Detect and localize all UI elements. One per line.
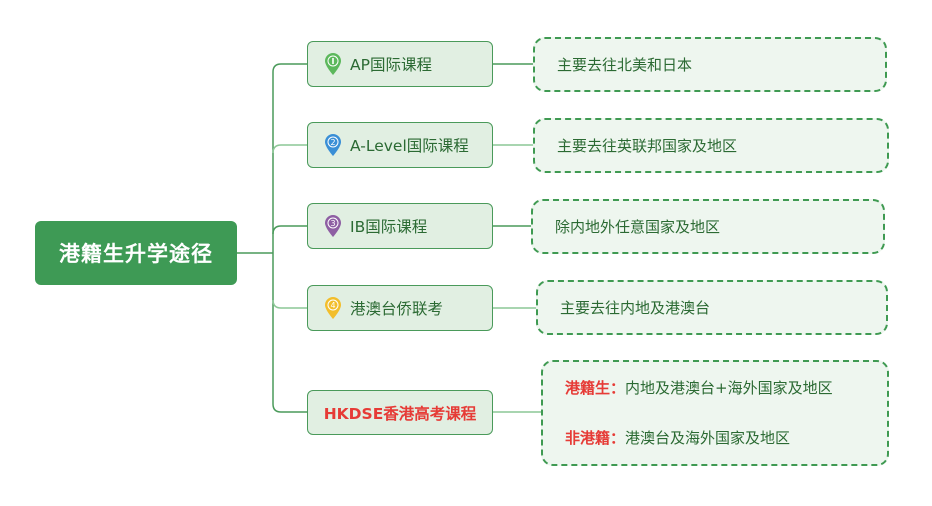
desc-ib: 除内地外任意国家及地区	[531, 199, 885, 254]
desc-tag: 港籍生：	[565, 379, 626, 397]
branch-joint-exam[interactable]: 4 港澳台侨联考	[307, 285, 493, 331]
map-pin-2-icon: 2	[324, 133, 342, 157]
desc-ap: 主要去往北美和日本	[533, 37, 887, 92]
branch-a-level[interactable]: 2 A-Level国际课程	[307, 122, 493, 168]
map-pin-1-icon	[324, 52, 342, 76]
desc-text: 除内地外任意国家及地区	[555, 217, 721, 236]
branch-label: IB国际课程	[350, 218, 428, 236]
desc-text: 主要去往内地及港澳台	[560, 298, 711, 317]
root-title: 港籍生升学途径	[59, 242, 213, 266]
desc-text: 内地及港澳台+海外国家及地区	[625, 379, 833, 397]
desc-line-non-hk-resident: 非港籍：港澳台及海外国家及地区	[565, 427, 887, 449]
svg-text:4: 4	[330, 301, 335, 310]
root-node[interactable]: 港籍生升学途径	[35, 221, 237, 285]
svg-text:2: 2	[330, 138, 335, 147]
branch-label: 港澳台侨联考	[350, 300, 444, 318]
map-pin-4-icon: 4	[324, 296, 342, 320]
map-pin-3-icon: 3	[324, 214, 342, 238]
branch-ap[interactable]: AP国际课程	[307, 41, 493, 87]
desc-text: 主要去往英联邦国家及地区	[557, 136, 738, 155]
desc-line-hk-resident: 港籍生：内地及港澳台+海外国家及地区	[565, 377, 887, 399]
branch-hkdse[interactable]: HKDSE香港高考课程	[307, 390, 493, 435]
desc-joint-exam: 主要去往内地及港澳台	[536, 280, 888, 335]
branch-label: HKDSE香港高考课程	[323, 404, 477, 423]
branch-label: A-Level国际课程	[350, 137, 469, 155]
branch-label: AP国际课程	[350, 56, 432, 74]
svg-text:3: 3	[330, 219, 335, 228]
desc-text: 港澳台及海外国家及地区	[625, 429, 791, 447]
branch-ib[interactable]: 3 IB国际课程	[307, 203, 493, 249]
desc-tag: 非港籍：	[565, 429, 626, 447]
desc-a-level: 主要去往英联邦国家及地区	[533, 118, 889, 173]
desc-text: 主要去往北美和日本	[557, 55, 693, 74]
desc-hkdse: 港籍生：内地及港澳台+海外国家及地区 非港籍：港澳台及海外国家及地区	[541, 360, 889, 466]
